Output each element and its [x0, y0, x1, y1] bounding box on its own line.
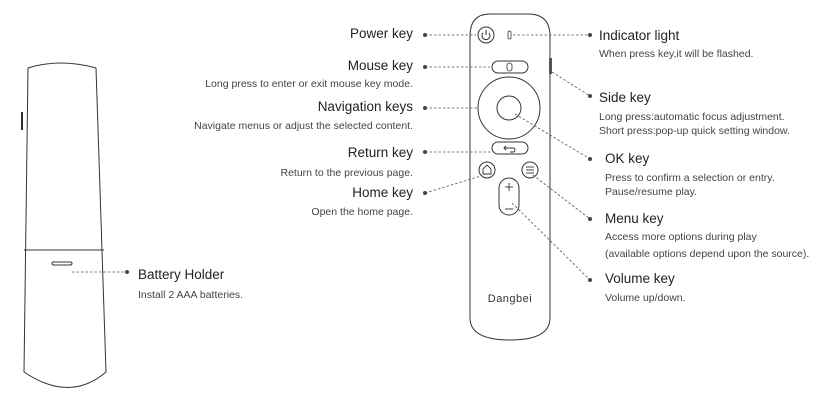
dot-navigation — [423, 106, 427, 110]
power-icon — [481, 30, 491, 41]
dot-power — [423, 33, 427, 37]
plus-icon — [505, 183, 513, 191]
leader-menu — [532, 174, 591, 220]
home-button[interactable] — [478, 161, 496, 179]
mouse-key-desc: Long press to enter or exit mouse key mo… — [205, 78, 413, 90]
navigation-keys-desc: Navigate menus or adjust the selected co… — [194, 120, 413, 132]
back-arrow-icon — [503, 145, 516, 153]
home-key-title: Home key — [352, 185, 413, 200]
return-key-desc: Return to the previous page. — [280, 167, 413, 179]
menu-button[interactable] — [521, 161, 539, 179]
ok-key-desc-1: Press to confirm a selection or entry. — [605, 172, 775, 184]
navigation-ring[interactable] — [477, 76, 541, 140]
volume-rocker[interactable] — [498, 177, 520, 216]
menu-icon — [526, 166, 534, 174]
callout-dots — [125, 33, 592, 282]
dot-return — [423, 150, 427, 154]
mouse-button[interactable] — [491, 60, 529, 74]
dot-volume — [588, 278, 592, 282]
remote-body — [469, 13, 551, 341]
indicator-light-desc: When press key,it will be flashed. — [599, 48, 754, 60]
menu-key-title: Menu key — [605, 211, 664, 226]
return-key-title: Return key — [347, 145, 413, 160]
indicator-light — [507, 30, 512, 40]
dot-home — [423, 191, 427, 195]
volume-key-title: Volume key — [605, 271, 675, 286]
dot-side — [588, 94, 592, 98]
side-body — [23, 62, 107, 388]
callout-lines — [72, 34, 591, 281]
side-key-desc-1: Long press:automatic focus adjustment. — [599, 111, 785, 123]
menu-key-desc-2: (available options depend upon the sourc… — [605, 248, 810, 260]
mouse-key-title: Mouse key — [347, 58, 413, 73]
home-key-desc: Open the home page. — [311, 206, 413, 218]
ok-button[interactable] — [496, 95, 522, 121]
leader-side — [551, 71, 591, 97]
battery-holder-desc: Install 2 AAA batteries. — [138, 289, 244, 301]
volume-key-desc: Volume up/down. — [605, 292, 686, 304]
side-key-bump — [549, 58, 552, 74]
brand-logo: Dangbei — [488, 293, 532, 305]
ok-key-title: OK key — [605, 151, 650, 166]
mouse-icon — [506, 62, 513, 72]
indicator-light-title: Indicator light — [599, 28, 680, 43]
battery-latch — [51, 261, 73, 266]
dot-menu — [588, 217, 592, 221]
dot-mouse — [423, 65, 427, 69]
leader-ok — [514, 113, 591, 160]
power-button[interactable] — [477, 26, 495, 44]
dot-battery — [125, 270, 129, 274]
power-key-title: Power key — [349, 26, 413, 41]
home-icon — [482, 164, 492, 175]
leader-volume — [511, 202, 591, 281]
battery-holder-title: Battery Holder — [138, 267, 225, 282]
remote-front-view — [469, 13, 552, 341]
dot-indicator — [588, 33, 592, 37]
menu-key-desc-1: Access more options during play — [605, 231, 757, 243]
side-key-title: Side key — [599, 90, 651, 105]
side-key-desc-2: Short press:pop-up quick setting window. — [599, 125, 790, 137]
remote-side-view — [21, 62, 107, 388]
return-button[interactable] — [491, 141, 529, 155]
ok-key-desc-2: Pause/resume play. — [605, 186, 698, 198]
leader-home — [424, 175, 482, 194]
navigation-keys-title: Navigation keys — [317, 99, 413, 114]
dot-ok — [588, 157, 592, 161]
